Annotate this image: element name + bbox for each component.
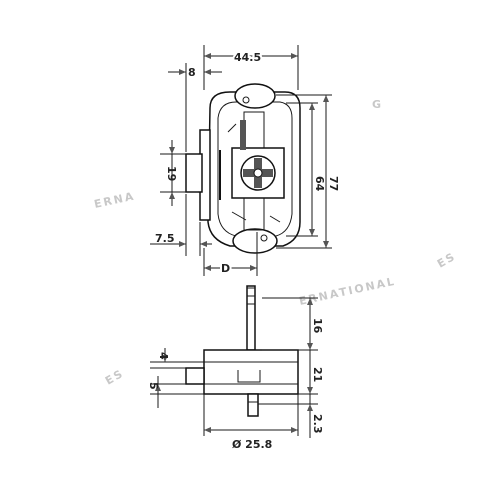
dimension-8: 8: [168, 63, 222, 152]
bottom-stub: [247, 393, 259, 417]
watermark-text-5: ES: [103, 367, 126, 388]
dim-label-d: D: [221, 262, 230, 275]
dimension-d: D: [203, 232, 258, 277]
dimension-7-5: 7.5: [150, 194, 212, 256]
dim-label-5: 5: [147, 382, 160, 390]
dimension-21: 21: [298, 350, 324, 395]
dimension-2-3: 2.3: [258, 394, 324, 438]
dim-label-diameter: Ø 25.8: [232, 438, 272, 451]
lock-body-inner: [217, 101, 293, 237]
shade-band: [240, 120, 246, 150]
bottom-screw-lug: [232, 228, 278, 254]
bottom-screw-hole: [260, 234, 268, 242]
spindle-tip: [247, 287, 255, 305]
watermark-text-1: ERNA: [93, 190, 137, 211]
dimension-16: 16: [262, 297, 324, 351]
dim-label-77: 77: [327, 176, 340, 191]
watermark-text-4: ES: [435, 250, 458, 271]
dim-label-7-5: 7.5: [155, 232, 175, 245]
bracket-detail: [237, 370, 261, 383]
dim-label-21: 21: [311, 367, 324, 382]
rotor-center: [253, 168, 263, 178]
cylinder-housing: [185, 153, 203, 193]
side-housing: [203, 349, 299, 395]
dim-label-8: 8: [188, 66, 196, 79]
side-cylinder: [185, 367, 205, 385]
dimension-5: 5: [147, 376, 204, 408]
dimension-64-77: 64 77: [276, 94, 340, 249]
side-view: [185, 285, 299, 417]
dim-label-16: 16: [311, 318, 324, 334]
dim-label-44-5: 44.5: [234, 51, 261, 64]
dim-label-19: 19: [165, 166, 178, 181]
top-screw-lug: [234, 83, 276, 109]
dim-label-64: 64: [313, 176, 326, 192]
dimension-19: 19: [160, 140, 198, 206]
watermark-text-2: ERNATIONAL: [298, 275, 397, 308]
top-screw-hole: [242, 96, 250, 104]
dimension-diameter: Ø 25.8: [203, 394, 299, 451]
detail-lines: [227, 123, 281, 223]
dimension-44-5: 44.5: [203, 45, 299, 90]
dim-label-4: 4: [157, 352, 170, 360]
dimension-4: 4: [150, 348, 204, 369]
dim-label-2-3: 2.3: [311, 414, 324, 434]
watermark-text-3: G: [372, 98, 383, 111]
front-view: [185, 83, 301, 254]
